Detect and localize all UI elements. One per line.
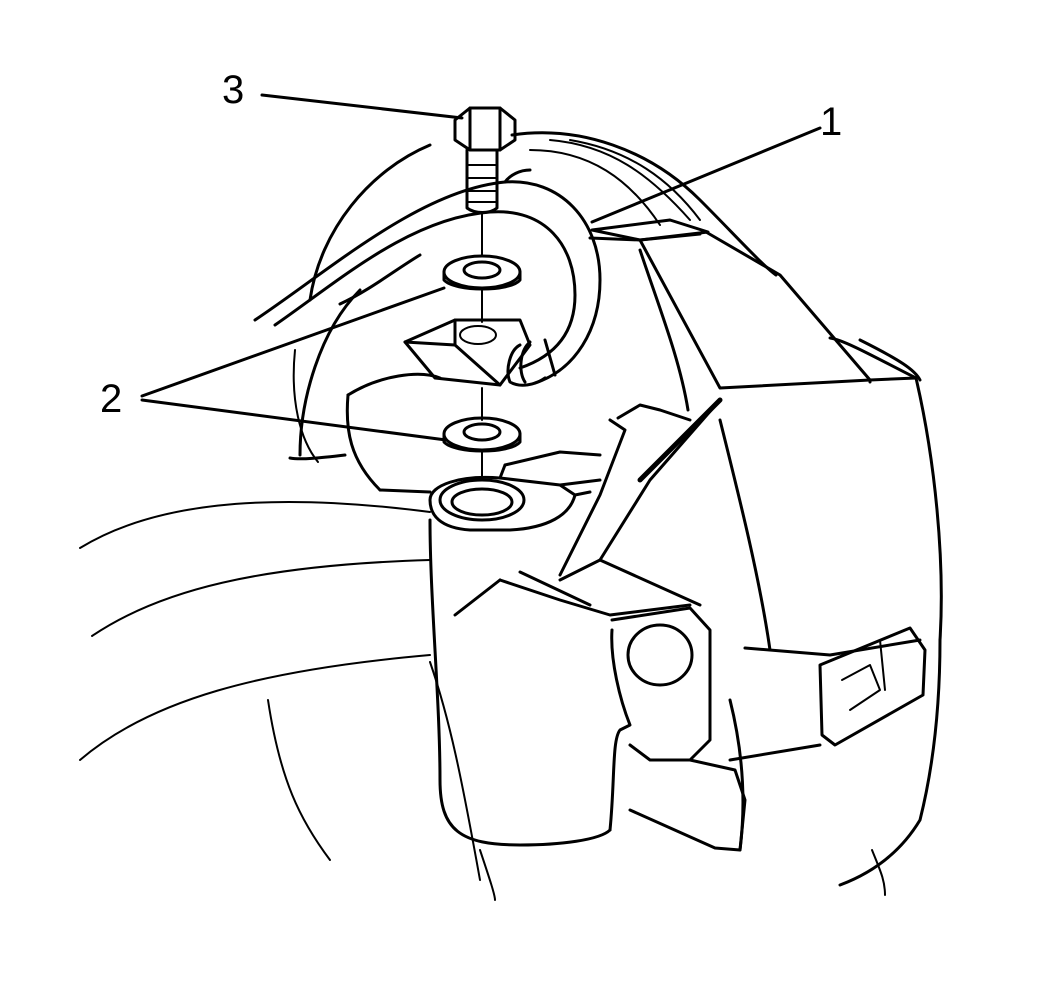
- banjo-bolt: [453, 106, 517, 256]
- callout-1: 1: [820, 100, 842, 144]
- caliper-housing: [308, 131, 943, 901]
- caliper-inlet-port: [428, 450, 602, 532]
- hose-fitting-block: [403, 318, 532, 387]
- callout-2: 2: [100, 377, 122, 421]
- piston-dome: [288, 288, 442, 494]
- leader-lines: [140, 93, 822, 442]
- lower-sealing-washer: [442, 387, 522, 479]
- leader-line-3: [260, 93, 464, 120]
- brake-hose: [253, 168, 602, 387]
- upper-sealing-washer: [442, 254, 522, 323]
- brake-rotor: [79, 349, 481, 881]
- leader-line-2-upper: [140, 286, 446, 398]
- leader-line-1: [590, 126, 822, 224]
- leader-line-2-lower: [140, 398, 448, 442]
- callout-3: 3: [222, 68, 244, 112]
